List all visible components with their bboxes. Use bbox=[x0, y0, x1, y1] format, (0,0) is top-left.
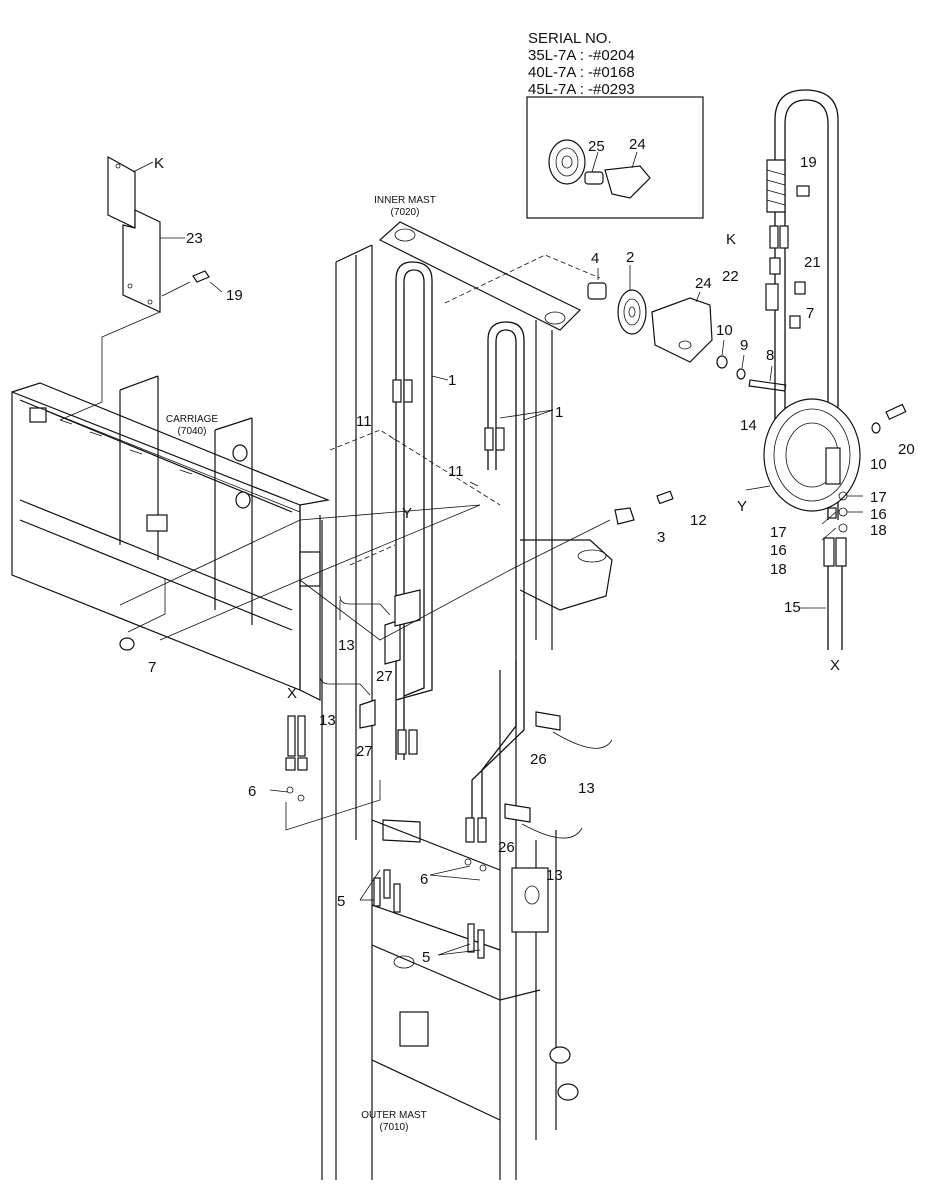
lower-fittings bbox=[285, 715, 487, 959]
serial-title: SERIAL NO. bbox=[528, 30, 612, 47]
callout-k-right: K bbox=[726, 231, 736, 248]
lift-hose-right bbox=[465, 321, 525, 843]
callout-k-top: K bbox=[154, 155, 164, 172]
callout-9: 9 bbox=[740, 337, 748, 354]
carriage-caption: CARRIAGE bbox=[166, 414, 219, 425]
callout-y-right: Y bbox=[737, 498, 747, 515]
inner-mast-caption: INNER MAST bbox=[374, 195, 436, 206]
outer-mast bbox=[321, 520, 579, 1180]
callout-21: 21 bbox=[804, 254, 821, 271]
callout-13-c: 13 bbox=[578, 780, 595, 797]
callout-20: 20 bbox=[898, 441, 915, 458]
callout-16-b: 16 bbox=[770, 542, 787, 559]
callout-7-right: 7 bbox=[806, 305, 814, 322]
callout-24: 24 bbox=[695, 275, 712, 292]
serial-inset-box bbox=[526, 96, 704, 219]
callout-7-left: 7 bbox=[148, 659, 156, 676]
callout-y-mid: Y bbox=[402, 505, 412, 522]
outer-mast-code: (7010) bbox=[380, 1122, 409, 1133]
callout-6-left: 6 bbox=[248, 783, 256, 800]
serial-number-block: SERIAL NO. 35L-7A : -#0204 40L-7A : -#01… bbox=[528, 30, 635, 98]
callout-17-b: 17 bbox=[770, 524, 787, 541]
top-sheave-group bbox=[587, 265, 787, 392]
callout-13-d: 13 bbox=[546, 867, 563, 884]
callout-x-right: X bbox=[830, 657, 840, 674]
callout-11-top: 11 bbox=[356, 413, 372, 430]
callout-1-right: 1 bbox=[555, 404, 563, 421]
callout-22: 22 bbox=[722, 268, 739, 285]
callout-15: 15 bbox=[784, 599, 801, 616]
callout-23: 23 bbox=[186, 230, 203, 247]
callout-11-mid: 11 bbox=[448, 463, 464, 480]
callout-16-a: 16 bbox=[870, 506, 887, 523]
inner-mast bbox=[329, 221, 613, 1180]
callout-18-b: 18 bbox=[770, 561, 787, 578]
callout-5-left: 5 bbox=[337, 893, 345, 910]
callout-6-mid: 6 bbox=[420, 871, 428, 888]
leader-lines bbox=[269, 375, 863, 956]
callout-26-a: 26 bbox=[530, 751, 547, 768]
callout-5-mid: 5 bbox=[422, 949, 430, 966]
callout-27-a: 27 bbox=[376, 668, 393, 685]
callout-8: 8 bbox=[766, 347, 774, 364]
carriage-assembly bbox=[11, 375, 331, 701]
part-callouts: K 23 19 25 24 4 2 24 10 9 8 1 1 11 11 Y … bbox=[148, 136, 915, 966]
outer-mast-caption: OUTER MAST bbox=[361, 1110, 427, 1121]
callout-17-a: 17 bbox=[870, 489, 887, 506]
callout-25: 25 bbox=[588, 138, 605, 155]
callout-3: 3 bbox=[657, 529, 665, 546]
callout-13-a: 13 bbox=[338, 637, 355, 654]
inner-mast-code: (7020) bbox=[391, 207, 420, 218]
lift-hose-left bbox=[392, 261, 433, 760]
callout-24-inset: 24 bbox=[629, 136, 646, 153]
callout-10-a: 10 bbox=[716, 322, 733, 339]
bracket-23 bbox=[107, 155, 223, 313]
callout-18-a: 18 bbox=[870, 522, 887, 539]
callout-4: 4 bbox=[591, 250, 599, 267]
callout-19-right: 19 bbox=[800, 154, 817, 171]
serial-line-35l: 35L-7A : -#0204 bbox=[528, 47, 635, 64]
callout-26-b: 26 bbox=[498, 839, 515, 856]
callout-27-b: 27 bbox=[356, 743, 373, 760]
callout-2: 2 bbox=[626, 249, 634, 266]
callout-1-left: 1 bbox=[448, 372, 456, 389]
callout-13-b: 13 bbox=[319, 712, 336, 729]
callout-12: 12 bbox=[690, 512, 707, 529]
serial-line-40l: 40L-7A : -#0168 bbox=[528, 64, 635, 81]
callout-10-b: 10 bbox=[870, 456, 887, 473]
callout-x-left: X bbox=[287, 685, 297, 702]
callout-19-left: 19 bbox=[226, 287, 243, 304]
callout-14: 14 bbox=[740, 417, 757, 434]
hose-reel-assembly bbox=[763, 89, 907, 650]
component-captions: INNER MAST (7020) CARRIAGE (7040) OUTER … bbox=[166, 195, 436, 1133]
serial-line-45l: 45L-7A : -#0293 bbox=[528, 81, 635, 98]
carriage-code: (7040) bbox=[178, 426, 207, 437]
